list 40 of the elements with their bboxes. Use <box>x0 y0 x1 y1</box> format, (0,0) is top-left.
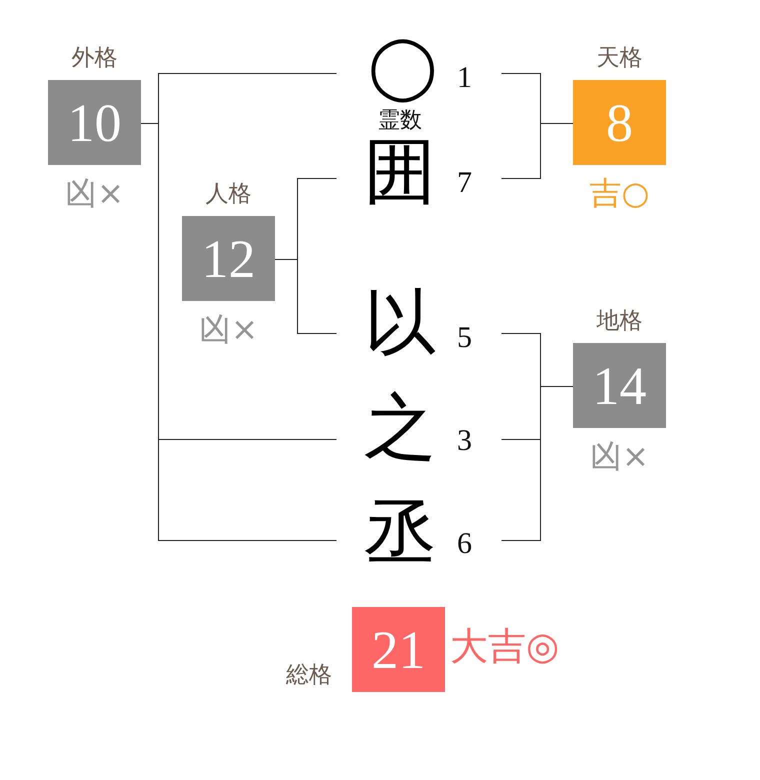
name-character: 以 <box>364 287 436 359</box>
connector-line <box>158 73 336 74</box>
verdict-label: 大吉◎ <box>450 627 560 665</box>
name-character: 丞 <box>364 497 436 569</box>
connector-line <box>502 333 541 334</box>
category-label: 人格 <box>206 183 252 206</box>
stroke-count: 5 <box>457 323 472 353</box>
connector-line <box>502 178 541 179</box>
score-tile: 12 <box>182 216 275 301</box>
connector-line <box>158 540 336 541</box>
stroke-count: 1 <box>457 63 472 93</box>
verdict-label: 凶× <box>65 177 124 209</box>
bracket-connector <box>140 73 159 541</box>
category-label: 天格 <box>596 47 642 70</box>
name-character: 之 <box>364 392 436 464</box>
score-tile: 8 <box>573 80 666 165</box>
placeholder-character: ◯ <box>368 32 437 104</box>
connector-line <box>158 439 336 440</box>
connector-line <box>297 333 336 334</box>
stroke-count: 6 <box>457 529 472 559</box>
connector-line <box>502 73 541 74</box>
score-tile: 21 <box>352 607 445 692</box>
verdict-label: 吉○ <box>590 177 650 209</box>
connector-line <box>502 439 541 440</box>
bracket-connector <box>540 73 574 179</box>
category-label: 地格 <box>596 310 642 333</box>
name-character: 囲 <box>364 136 436 208</box>
bracket-connector <box>274 178 298 334</box>
verdict-label: 凶× <box>199 313 258 345</box>
score-tile: 14 <box>573 343 666 428</box>
category-label: 総格 <box>286 664 332 687</box>
stroke-count: 3 <box>457 426 472 456</box>
spirit-number-label: 霊数 <box>378 109 422 131</box>
verdict-label: 凶× <box>590 440 649 472</box>
connector-line <box>502 540 541 541</box>
bracket-connector <box>540 333 574 541</box>
category-label: 外格 <box>72 47 118 70</box>
stroke-count: 7 <box>457 168 472 198</box>
score-tile: 10 <box>48 80 141 165</box>
connector-line <box>297 178 336 179</box>
